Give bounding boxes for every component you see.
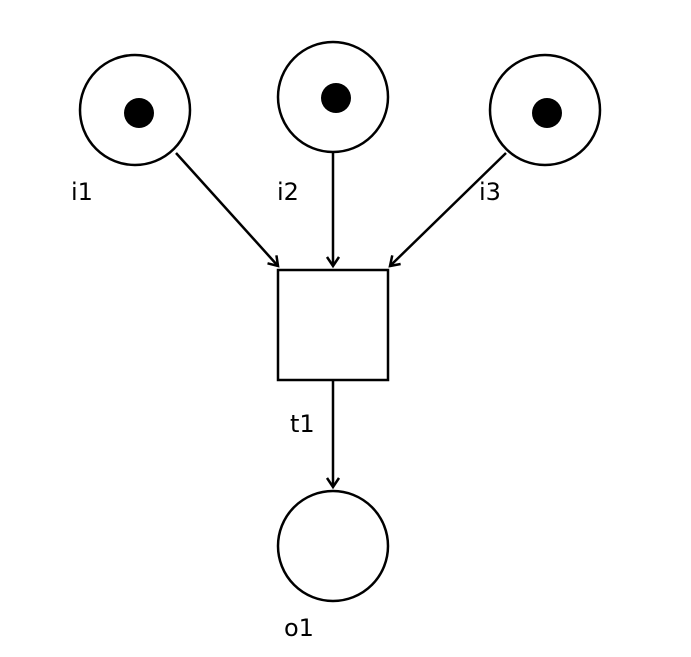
place-i1-label: i1 bbox=[71, 178, 93, 206]
arcs bbox=[175, 152, 507, 487]
arc-i1-t1 bbox=[175, 152, 278, 266]
place-i2[interactable]: i2 bbox=[276, 40, 390, 206]
transition-t1-label: t1 bbox=[290, 410, 315, 438]
place-i3[interactable]: i3 bbox=[479, 53, 602, 206]
token-i1 bbox=[124, 98, 154, 128]
token-i2 bbox=[321, 83, 351, 113]
place-i3-label: i3 bbox=[479, 178, 501, 206]
place-o1-label: o1 bbox=[284, 614, 314, 642]
token-i3 bbox=[532, 98, 562, 128]
transition-t1[interactable]: t1 bbox=[276, 268, 390, 438]
place-o1[interactable]: o1 bbox=[276, 489, 390, 642]
arc-i3-t1 bbox=[390, 152, 507, 266]
place-i2-label: i2 bbox=[277, 178, 299, 206]
place-i1[interactable]: i1 bbox=[71, 53, 192, 206]
transition-t1-box bbox=[276, 268, 390, 382]
place-o1-circle bbox=[276, 489, 390, 603]
